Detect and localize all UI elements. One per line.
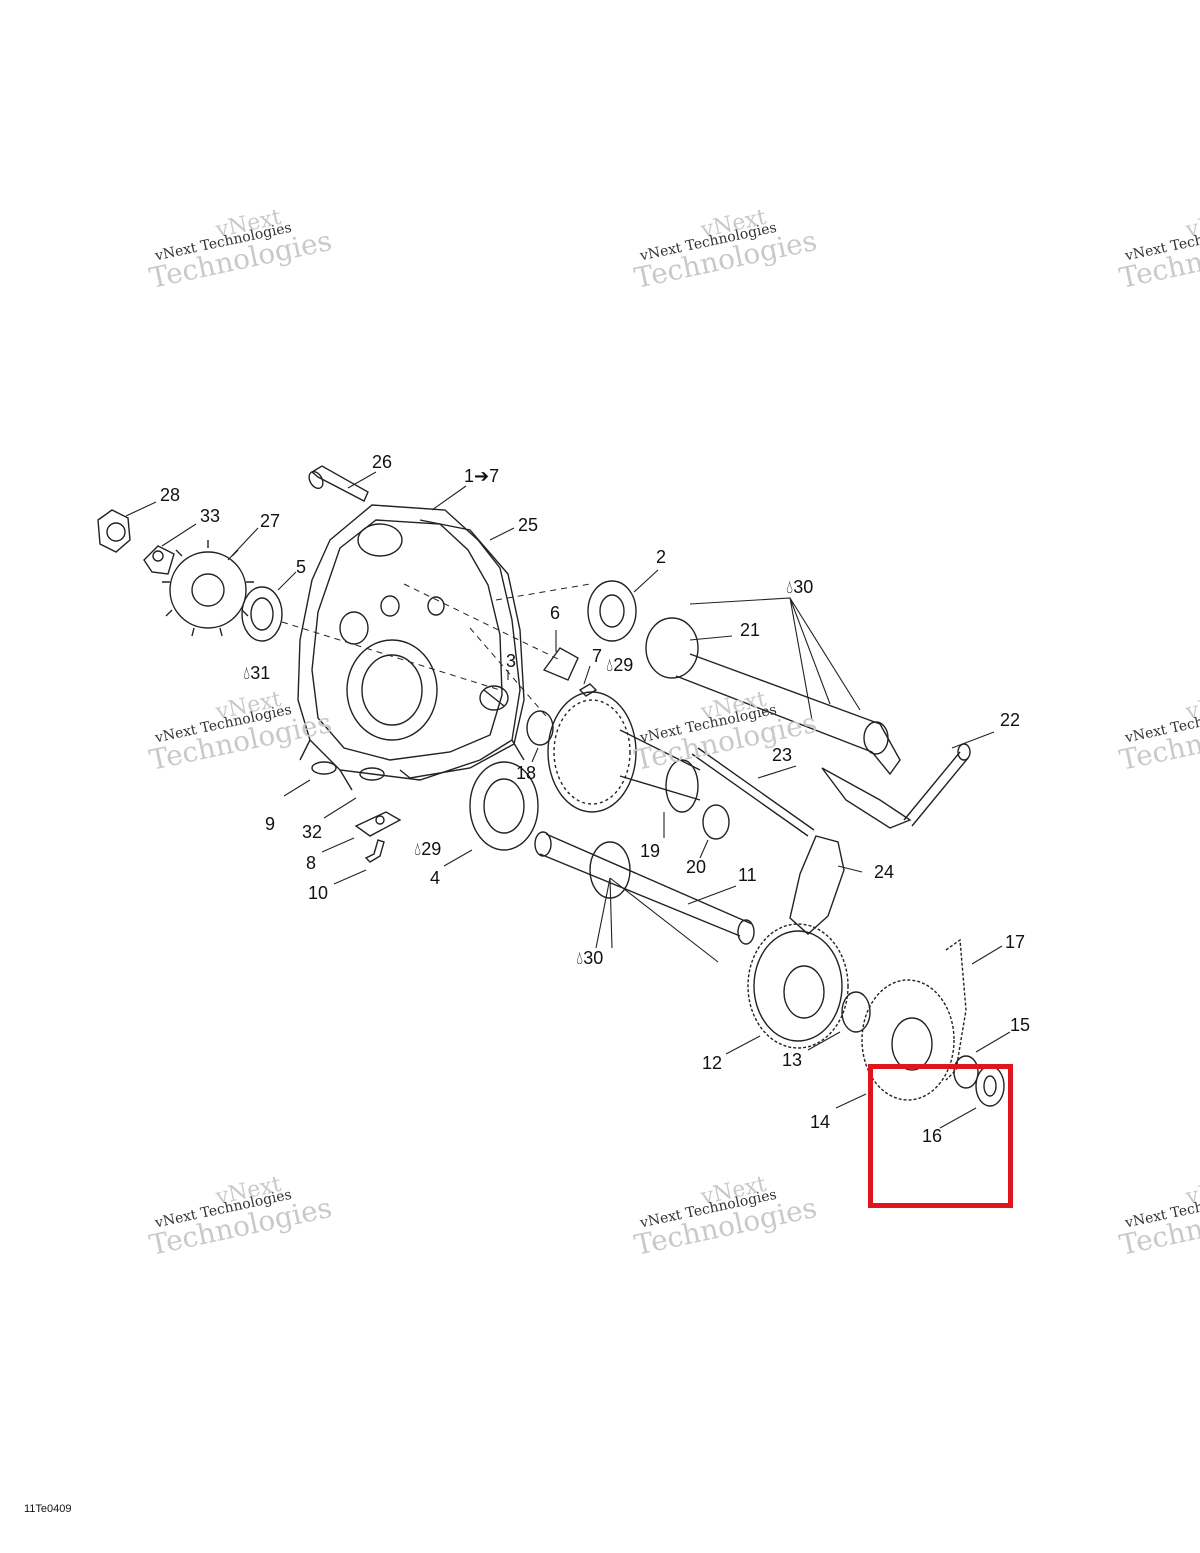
callout-9: 9 (265, 814, 276, 834)
sprocket-14 (861, 979, 955, 1101)
transmission-housing (297, 504, 525, 791)
callout-22: 22 (1000, 710, 1021, 730)
o-ring-9 (311, 761, 337, 775)
callout-18: 18 (516, 763, 537, 783)
oil-drop-icon: 💧︎ (414, 839, 422, 859)
callout-28: 28 (160, 485, 181, 505)
shift-shaft-22 (903, 743, 971, 827)
callout-14: 14 (810, 1112, 831, 1132)
diagram-code: 11Te0409 (24, 1503, 72, 1515)
o-ring-32 (359, 767, 385, 781)
washer-18 (526, 710, 554, 746)
callout-23: 23 (772, 745, 793, 765)
needle-bearing-15 (953, 1055, 979, 1089)
bearing-4 (469, 761, 539, 851)
washer-13 (841, 991, 871, 1033)
callout-16: 16 (922, 1126, 943, 1146)
oil-drop-icon: 💧︎ (786, 577, 794, 597)
callout-17: 17 (1005, 932, 1026, 952)
assembly-guide-lines (281, 583, 591, 717)
shift-fork-24 (789, 767, 912, 935)
callout-30-bottom: 💧︎30 (576, 948, 604, 968)
callout-leaders (125, 471, 1011, 1129)
callout-1-7: 1➔7 (464, 466, 500, 486)
gear-12 (747, 923, 849, 1049)
callout-13: 13 (782, 1050, 803, 1070)
shaft-23 (691, 747, 815, 837)
callout-33: 33 (200, 506, 221, 526)
callout-25: 25 (518, 515, 539, 535)
shaft-21 (645, 617, 901, 776)
callout-21: 21 (740, 620, 761, 640)
oil-drop-icon: 💧︎ (606, 655, 614, 675)
oil-drop-icon: 💧︎ (243, 663, 251, 683)
callout-7: 7 (592, 646, 603, 666)
callout-8: 8 (306, 853, 317, 873)
callout-15: 15 (1010, 1015, 1031, 1035)
callout-5: 5 (296, 557, 307, 577)
callout-2: 2 (656, 547, 667, 567)
callout-19: 19 (640, 841, 661, 861)
callout-10: 10 (308, 883, 329, 903)
oil-drop-icon: 💧︎ (576, 948, 584, 968)
callout-26: 26 (372, 452, 393, 472)
plate-8 (354, 811, 402, 837)
gasket-25 (399, 519, 525, 779)
oil-seal-5 (241, 586, 283, 642)
bolt-26 (308, 465, 369, 502)
callout-20: 20 (686, 857, 707, 877)
callout-29-bottom: 💧︎29 (414, 839, 442, 859)
callout-3: 3 (506, 651, 517, 671)
sprocket-27 (162, 540, 254, 637)
needle-bearing-3 (479, 685, 509, 711)
highlight-box (868, 1064, 1013, 1208)
callout-31: 💧︎31 (243, 663, 271, 683)
bearing-2 (587, 580, 637, 642)
callout-11: 11 (738, 865, 757, 885)
callout-27: 27 (260, 511, 281, 531)
screw-10 (364, 839, 385, 863)
chain-17 (945, 938, 967, 1081)
lock-washer-33 (143, 545, 175, 575)
callout-12: 12 (702, 1053, 723, 1073)
callout-30-top: 💧︎30 (786, 577, 814, 597)
shaft-11 (534, 831, 755, 945)
washer-20 (702, 804, 730, 840)
callout-24: 24 (874, 862, 895, 882)
callout-32: 32 (302, 822, 323, 842)
gear-19 (547, 691, 701, 813)
callout-4: 4 (430, 868, 441, 888)
screw-7 (578, 683, 598, 697)
callout-6: 6 (550, 603, 561, 623)
nut-28 (97, 509, 131, 553)
lock-plate-6 (542, 647, 579, 681)
callout-29-top: 💧︎29 (606, 655, 634, 675)
